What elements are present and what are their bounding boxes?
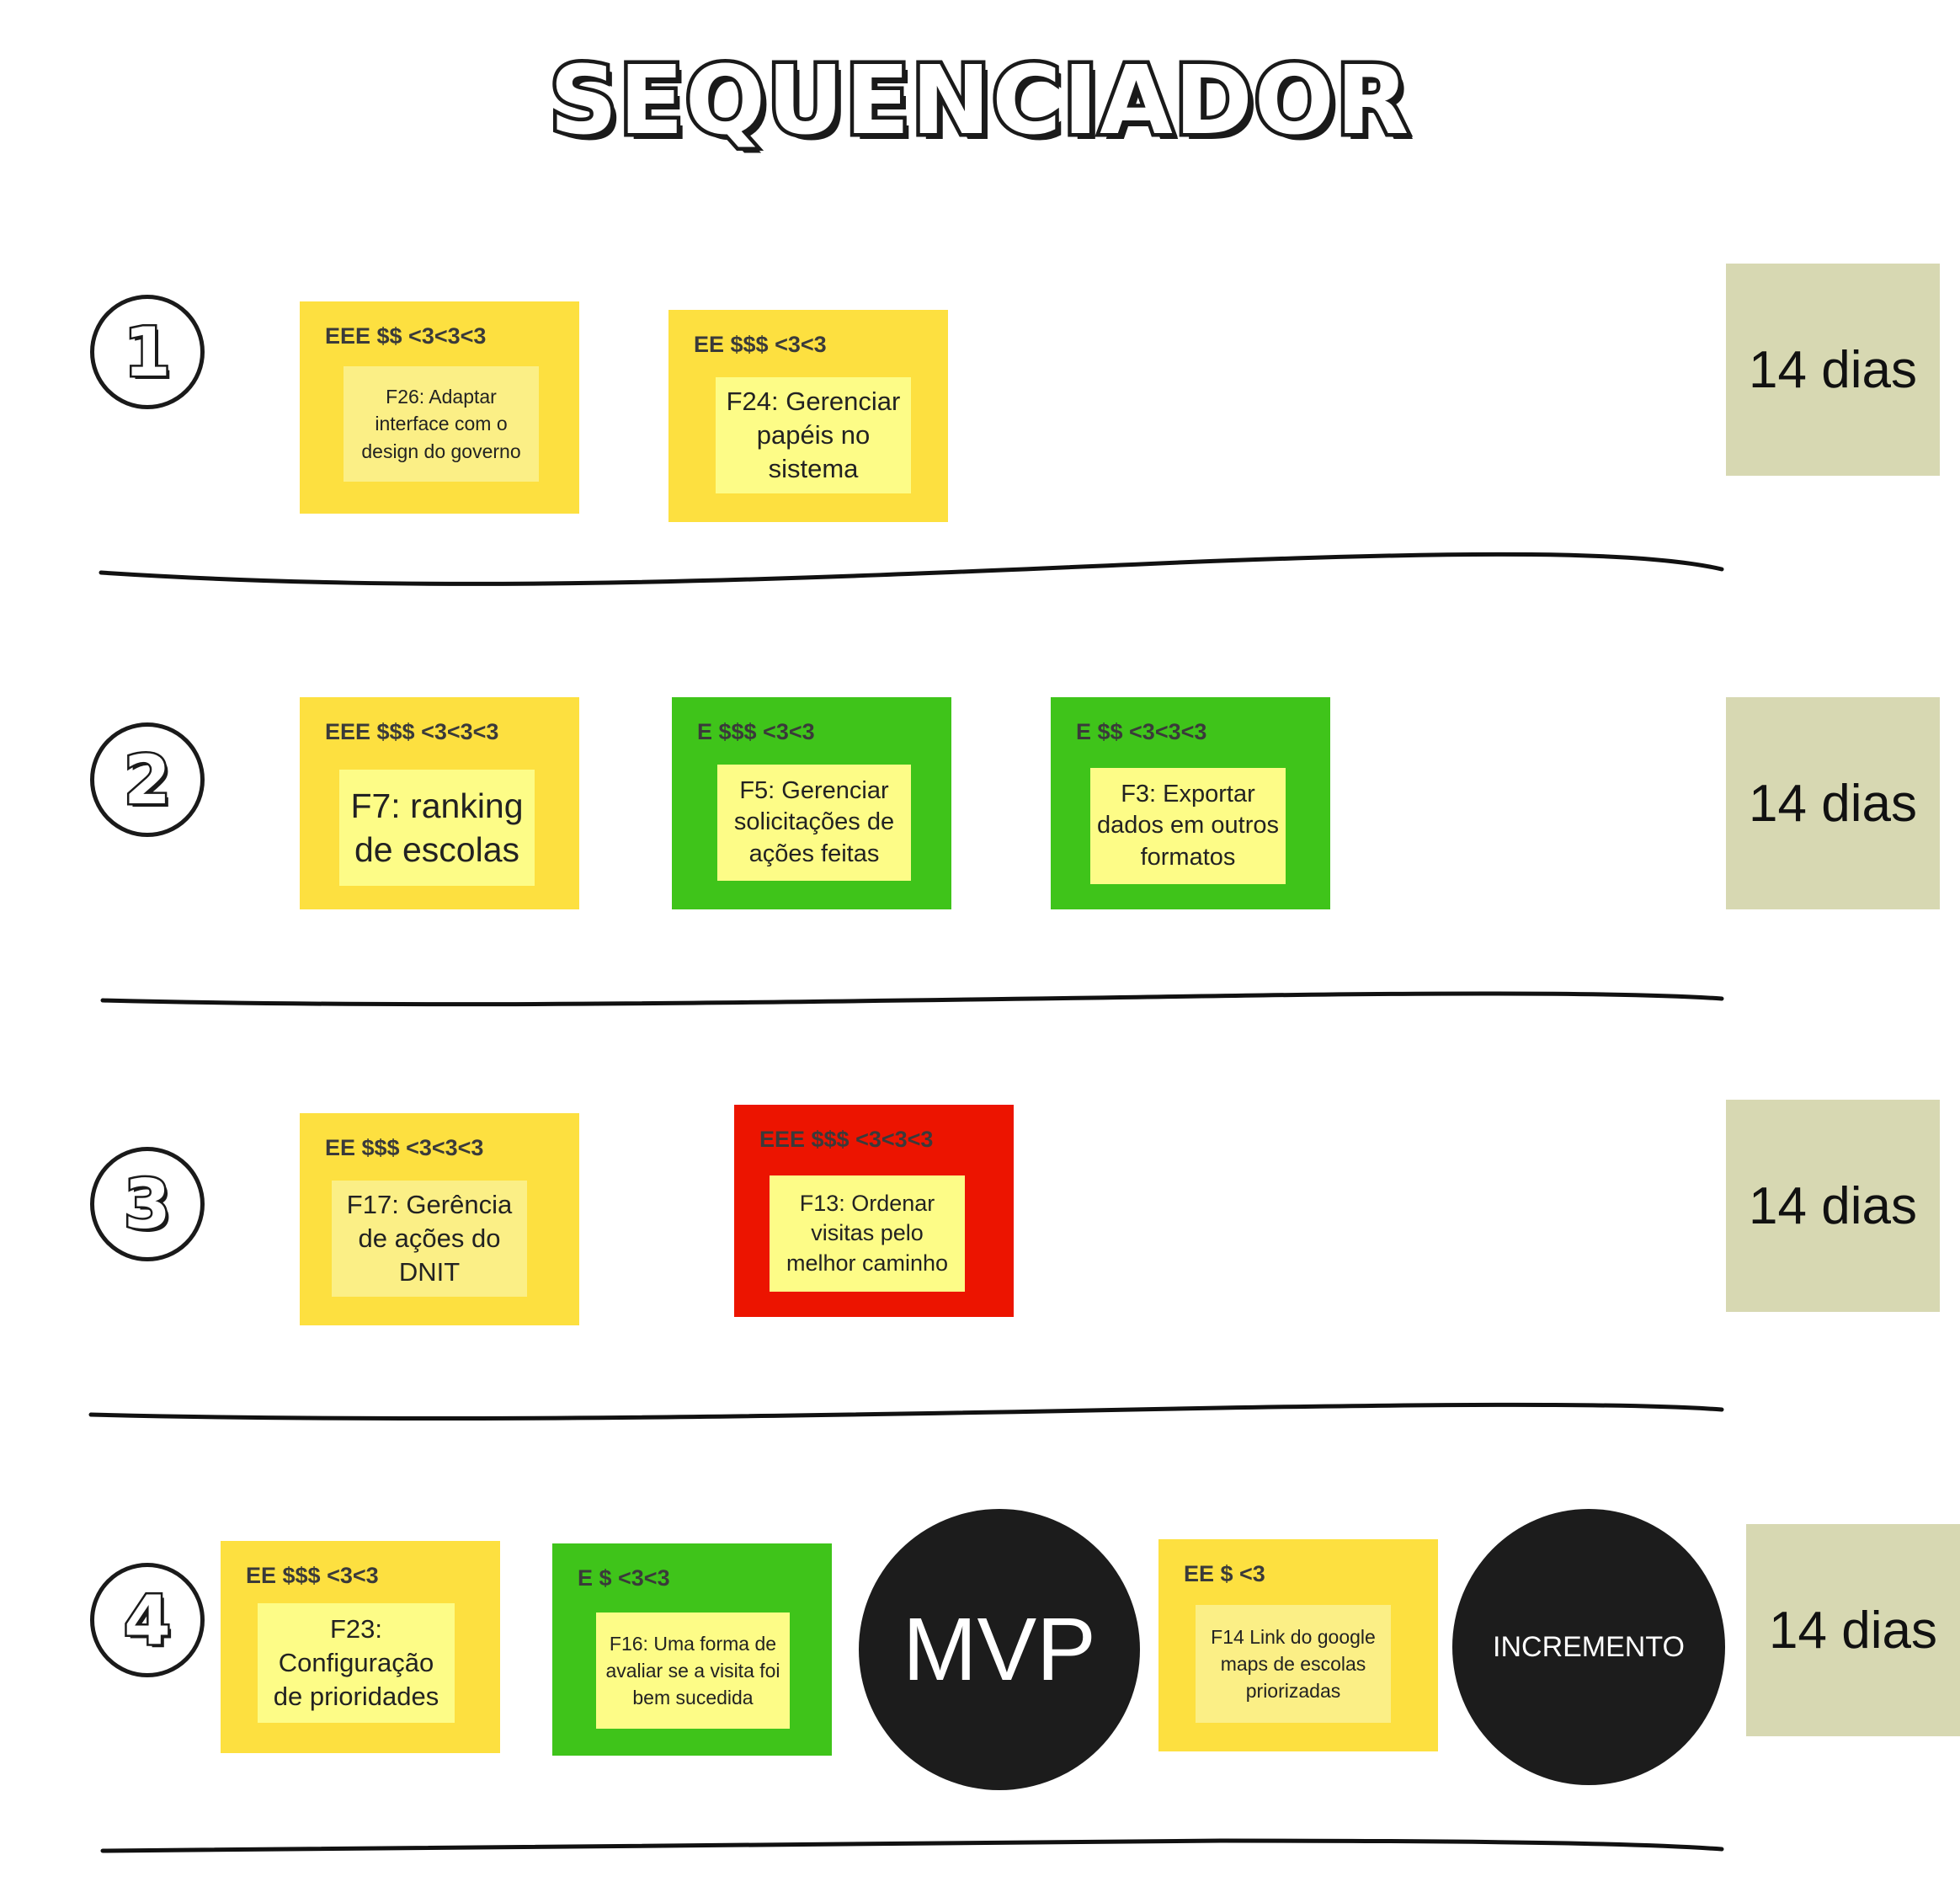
card-text: F23: Configuração de prioridades xyxy=(258,1603,455,1723)
row-number-1: 1 xyxy=(90,295,205,409)
page-title: SEQUENCIADOR xyxy=(546,43,1413,160)
card-text: F16: Uma forma de avaliar se a visita fo… xyxy=(596,1612,790,1729)
feature-card-f14[interactable]: EE $ <3 F14 Link do google maps de escol… xyxy=(1158,1539,1438,1751)
card-rating: EE $$$ <3<3 xyxy=(246,1563,379,1588)
card-rating: E $$ <3<3<3 xyxy=(1076,719,1207,744)
feature-card-f3[interactable]: E $$ <3<3<3 F3: Exportar dados em outros… xyxy=(1051,697,1330,909)
row-divider-2 xyxy=(100,991,1724,1007)
row-number-4: 4 xyxy=(90,1563,205,1677)
mvp-milestone: MVP xyxy=(859,1509,1140,1790)
feature-card-f16[interactable]: E $ <3<3 F16: Uma forma de avaliar se a … xyxy=(552,1543,832,1756)
feature-card-f13[interactable]: EEE $$$ <3<3<3 F13: Ordenar visitas pelo… xyxy=(734,1105,1014,1317)
card-text: F14 Link do google maps de escolas prior… xyxy=(1196,1605,1391,1723)
card-text: F3: Exportar dados em outros formatos xyxy=(1090,768,1286,884)
row-number-3: 3 xyxy=(90,1147,205,1261)
duration-box-4: 14 dias xyxy=(1746,1524,1960,1736)
card-text: F13: Ordenar visitas pelo melhor caminho xyxy=(770,1175,965,1292)
card-rating: EE $$$ <3<3<3 xyxy=(325,1135,484,1160)
feature-card-f23[interactable]: EE $$$ <3<3 F23: Configuração de priorid… xyxy=(221,1541,500,1753)
incremento-milestone: INCREMENTO xyxy=(1452,1509,1725,1785)
row-divider-4 xyxy=(100,1838,1724,1853)
card-text: F5: Gerenciar solicitações de ações feit… xyxy=(717,765,911,881)
card-rating: EE $$$ <3<3 xyxy=(694,332,827,357)
card-text: F24: Gerenciar papéis no sistema xyxy=(716,377,911,493)
card-rating: E $ <3<3 xyxy=(578,1565,670,1591)
card-rating: EE $ <3 xyxy=(1184,1561,1265,1586)
duration-box-1: 14 dias xyxy=(1726,264,1940,476)
feature-card-f24[interactable]: EE $$$ <3<3 F24: Gerenciar papéis no sis… xyxy=(668,310,948,522)
card-text: F7: ranking de escolas xyxy=(339,770,535,886)
card-rating: EEE $$$ <3<3<3 xyxy=(325,719,499,744)
card-text: F17: Gerência de ações do DNIT xyxy=(332,1181,527,1297)
row-divider-3 xyxy=(88,1402,1724,1421)
feature-card-f26[interactable]: EEE $$ <3<3<3 F26: Adaptar interface com… xyxy=(300,301,579,514)
card-rating: E $$$ <3<3 xyxy=(697,719,815,744)
duration-box-3: 14 dias xyxy=(1726,1100,1940,1312)
feature-card-f7[interactable]: EEE $$$ <3<3<3 F7: ranking de escolas xyxy=(300,697,579,909)
card-text: F26: Adaptar interface com o design do g… xyxy=(344,366,539,482)
feature-card-f5[interactable]: E $$$ <3<3 F5: Gerenciar solicitações de… xyxy=(672,697,951,909)
row-divider-1 xyxy=(99,552,1724,586)
card-rating: EEE $$ <3<3<3 xyxy=(325,323,487,349)
feature-card-f17[interactable]: EE $$$ <3<3<3 F17: Gerência de ações do … xyxy=(300,1113,579,1325)
card-rating: EEE $$$ <3<3<3 xyxy=(759,1127,934,1152)
duration-box-2: 14 dias xyxy=(1726,697,1940,909)
row-number-2: 2 xyxy=(90,722,205,837)
